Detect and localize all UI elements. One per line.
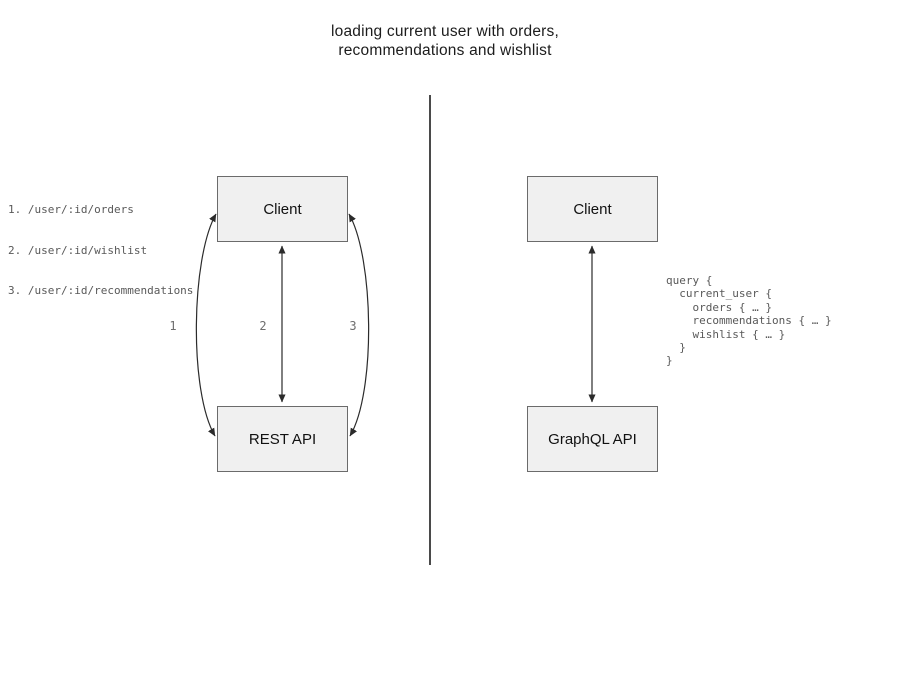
- title-line-1: loading current user with orders,: [330, 23, 559, 40]
- arrow-label-1: 1: [169, 319, 177, 333]
- graphql-api-box-label: GraphQL API: [548, 430, 637, 448]
- rest-arrow-1-curve: [195, 213, 217, 437]
- graphql-client-box-label: Client: [573, 200, 612, 218]
- rest-api-box: REST API: [217, 406, 348, 472]
- panel-divider-line: [429, 95, 431, 565]
- endpoint-item-wishlist: 2. /user/:id/wishlist: [8, 243, 148, 257]
- rest-endpoints-list: 1. /user/:id/orders 2. /user/:id/wishlis…: [8, 176, 193, 325]
- rest-client-box: Client: [217, 176, 348, 242]
- arrow-label-3: 3: [349, 319, 357, 333]
- diagram-title: loading current user with orders, recomm…: [0, 22, 890, 60]
- rest-api-box-label: REST API: [248, 430, 317, 448]
- title-line-2: recommendations and wishlist: [338, 42, 552, 59]
- arrow-label-2: 2: [259, 319, 267, 333]
- endpoint-item-recommendations: 3. /user/:id/recommendations: [8, 284, 194, 297]
- graphql-client-box: Client: [527, 176, 658, 242]
- graphql-api-box: GraphQL API: [527, 406, 658, 472]
- graphql-query-code: query { current_user { orders { … } reco…: [666, 274, 832, 368]
- endpoint-item-orders: 1. /user/:id/orders: [8, 203, 134, 216]
- rest-client-box-label: Client: [263, 200, 302, 218]
